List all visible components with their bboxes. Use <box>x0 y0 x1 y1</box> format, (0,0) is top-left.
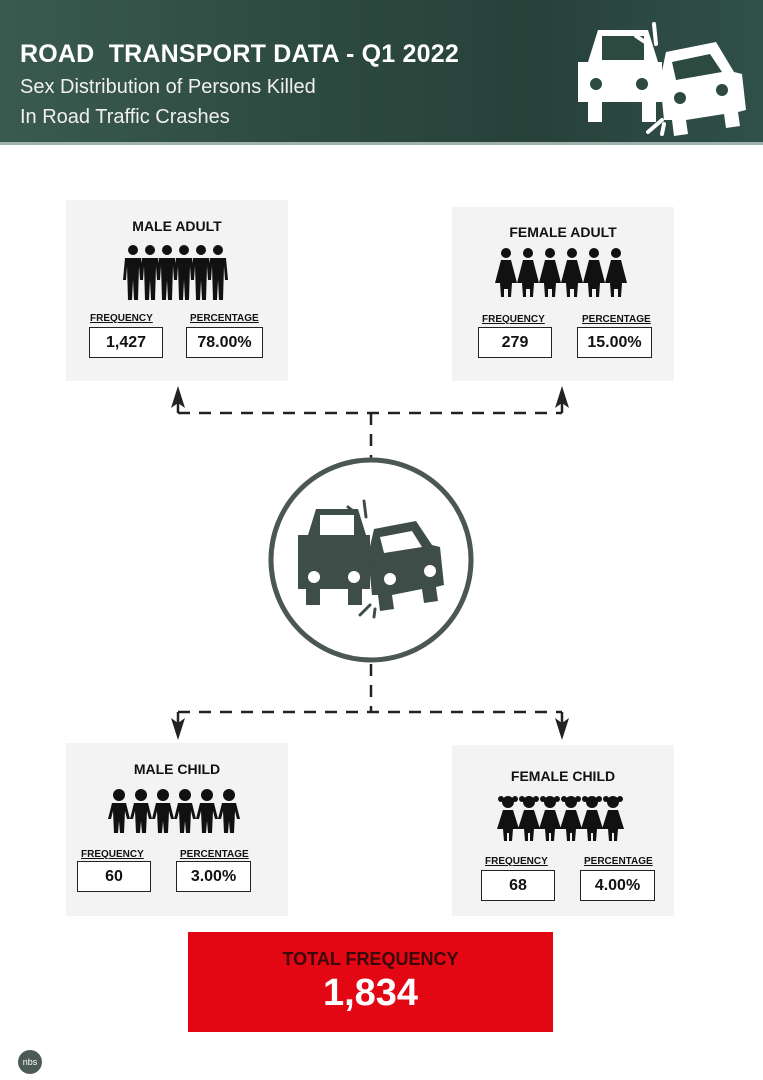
header-banner: ROAD TRANSPORT DATA - Q1 2022 Sex Distri… <box>0 0 763 145</box>
panel-female-adult: FEMALE ADULT FREQUENCY PERCENTAGE 279 15… <box>452 207 674 381</box>
percentage-value: 78.00% <box>186 327 263 358</box>
person-figure <box>174 789 196 833</box>
female-child-figures-icon <box>497 796 624 841</box>
person-figure <box>560 796 582 841</box>
person-figure <box>218 789 240 833</box>
category-title: FEMALE ADULT <box>509 224 617 240</box>
category-title: MALE CHILD <box>133 761 221 777</box>
person-figure <box>581 796 603 841</box>
car-crash-icon <box>578 22 746 136</box>
subtitle-line-1: Sex Distribution of Persons Killed <box>20 76 316 98</box>
person-figure <box>191 245 211 300</box>
frequency-value: 279 <box>478 327 552 358</box>
person-figure <box>130 789 152 833</box>
frequency-value: 68 <box>481 870 555 901</box>
nbs-logo: nbs <box>18 1050 42 1074</box>
category-title: MALE ADULT <box>132 218 222 234</box>
total-label: TOTAL FREQUENCY <box>282 949 459 969</box>
person-figure <box>539 796 561 841</box>
arrow-up-icon <box>555 386 569 408</box>
female-adult-figures-icon <box>495 248 627 297</box>
person-figure <box>196 789 218 833</box>
percentage-label: PERCENTAGE <box>584 856 653 867</box>
person-figure <box>108 789 130 833</box>
person-figure <box>518 796 540 841</box>
percentage-value: 4.00% <box>580 870 655 901</box>
male-child-figures-icon <box>108 789 240 833</box>
page-title: ROAD TRANSPORT DATA - Q1 2022 <box>20 40 459 68</box>
arrow-down-icon <box>171 718 185 740</box>
arrow-down-icon <box>555 718 569 740</box>
person-figure <box>123 245 143 300</box>
panel-male-child: MALE CHILD FREQUENCY PERCENTAGE 60 3.00% <box>66 743 288 916</box>
subtitle-line-2: In Road Traffic Crashes <box>20 106 230 128</box>
person-figure <box>174 245 194 300</box>
person-figure <box>208 245 228 300</box>
arrow-up-icon <box>171 386 185 408</box>
person-figure <box>152 789 174 833</box>
person-figure <box>605 248 627 297</box>
person-figure <box>495 248 517 297</box>
person-figure <box>539 248 561 297</box>
percentage-label: PERCENTAGE <box>582 314 651 325</box>
frequency-label: FREQUENCY <box>81 849 144 860</box>
car-crash-icon <box>298 499 444 619</box>
male-adult-figures-icon <box>123 245 228 300</box>
percentage-value: 3.00% <box>176 861 251 892</box>
frequency-value: 1,427 <box>89 327 163 358</box>
frequency-label: FREQUENCY <box>90 313 153 324</box>
percentage-label: PERCENTAGE <box>190 313 259 324</box>
person-figure <box>497 796 519 841</box>
person-figure <box>140 245 160 300</box>
category-title: FEMALE CHILD <box>510 768 616 784</box>
total-frequency-box: TOTAL FREQUENCY 1,834 <box>188 932 553 1032</box>
person-figure <box>517 248 539 297</box>
panel-female-child: FEMALE CHILD FREQUENCY PERCENTAGE 68 4.0… <box>452 745 674 916</box>
person-figure <box>583 248 605 297</box>
person-figure <box>602 796 624 841</box>
frequency-label: FREQUENCY <box>482 314 545 325</box>
person-figure <box>561 248 583 297</box>
frequency-value: 60 <box>77 861 151 892</box>
panel-male-adult: MALE ADULT FREQUENCY PERCENTAGE 1,427 78… <box>66 200 288 381</box>
percentage-value: 15.00% <box>577 327 652 358</box>
frequency-label: FREQUENCY <box>485 856 548 867</box>
total-value: 1,834 <box>322 972 419 1014</box>
percentage-label: PERCENTAGE <box>180 849 249 860</box>
person-figure <box>157 245 177 300</box>
